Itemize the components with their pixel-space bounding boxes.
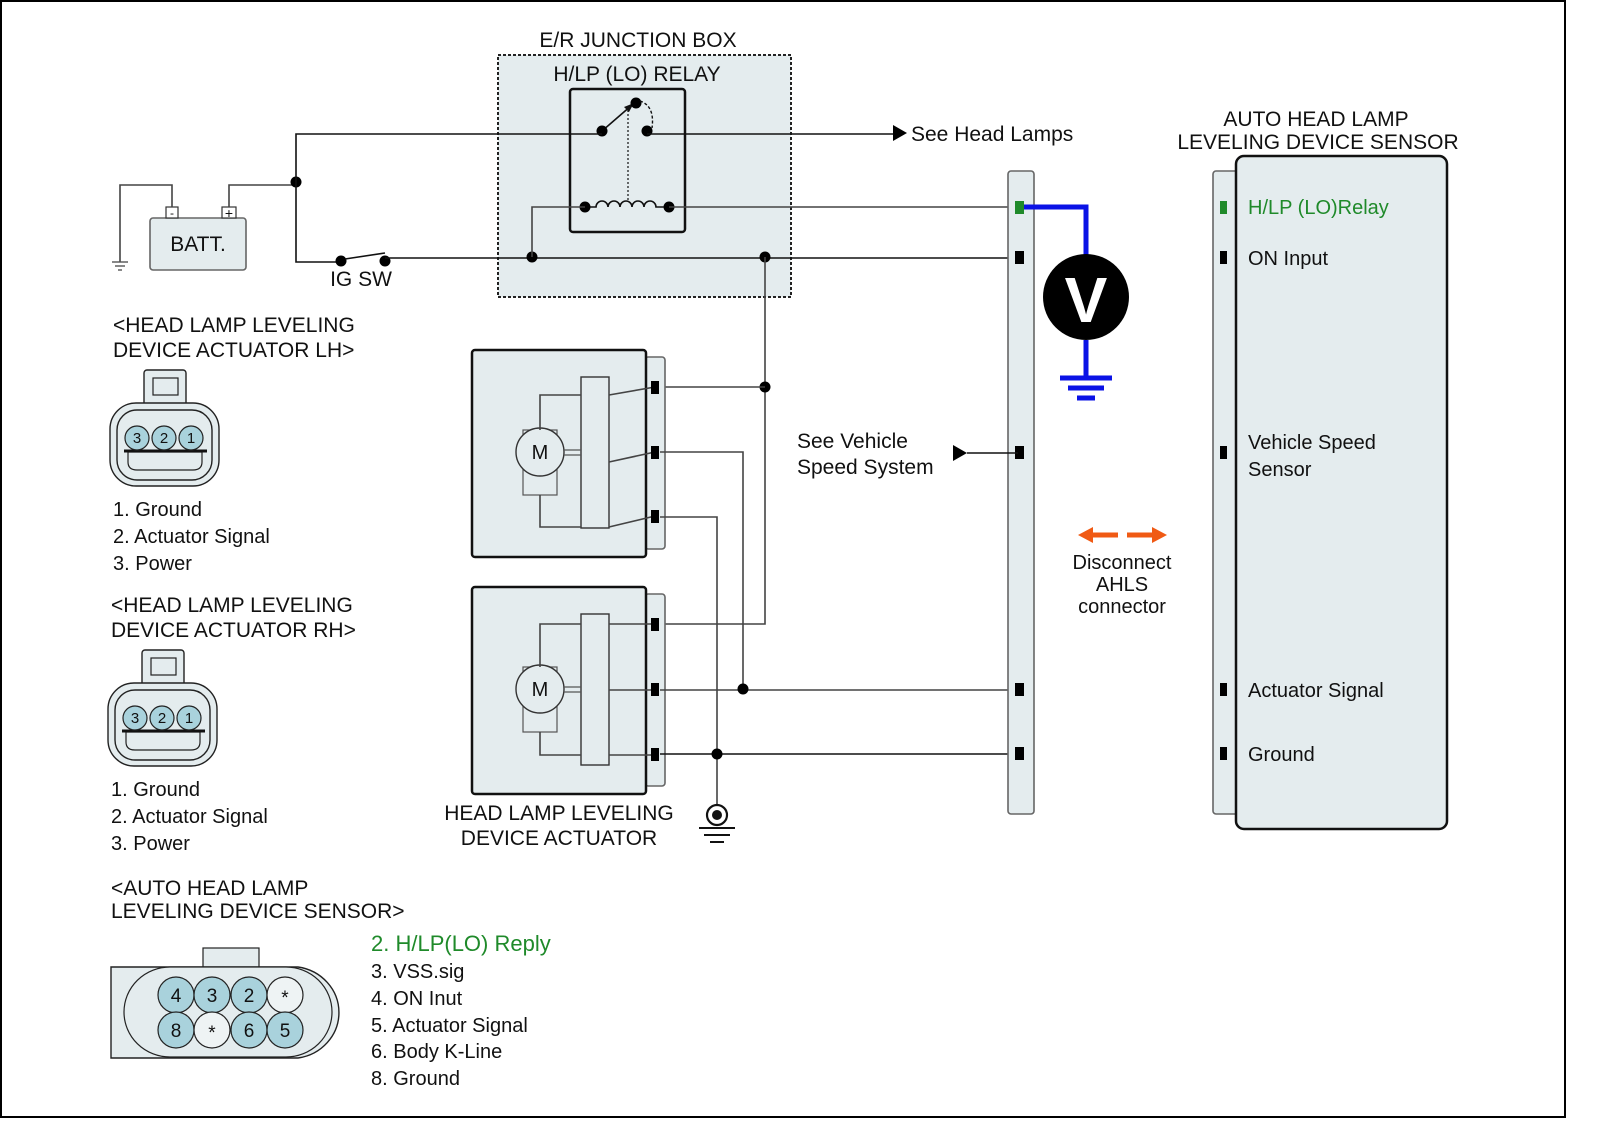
sensor-title-line2: LEVELING DEVICE SENSOR	[1177, 131, 1458, 154]
connector-sensor-legend-item: 2. H/LP(LO) Reply	[371, 931, 551, 956]
connector-sensor-legend-item: 4. ON Inut	[371, 988, 463, 1010]
pin-number: *	[281, 988, 289, 1009]
arrow-vehicle-speed-icon	[953, 445, 967, 461]
connector-lh-legend-item: 1. Ground	[113, 499, 202, 521]
relay	[568, 87, 687, 234]
junction-box: E/R JUNCTION BOX H/LP (LO) RELAY	[497, 29, 792, 298]
disconnect-arrows-icon	[1078, 527, 1167, 543]
arrow-head-lamps-icon	[893, 125, 907, 141]
actuator-lh: M	[470, 348, 666, 559]
motor-label: M	[532, 442, 549, 464]
pin-number: 2	[160, 430, 168, 447]
connector-sensor-legend-item: 5. Actuator Signal	[371, 1015, 528, 1037]
battery: - + BATT.	[149, 205, 247, 271]
disconnect-note-line1: Disconnect	[1073, 552, 1172, 574]
pin-number: 2	[244, 986, 255, 1007]
connector-rh-legend-item: 3. Power	[111, 833, 190, 855]
connector-sensor-legend-item: 6. Body K-Line	[371, 1041, 502, 1063]
sensor-pin-ground: Ground	[1248, 744, 1315, 766]
sensor-pin-on-input: ON Input	[1248, 248, 1328, 270]
sensor-pin-hlp-relay: H/LP (LO)Relay	[1248, 197, 1389, 219]
see-vehicle-speed-line2[interactable]: Speed System	[797, 456, 934, 479]
battery-neg-symbol: -	[170, 206, 174, 220]
harness-connector	[1007, 170, 1035, 815]
actuator-label-line2: DEVICE ACTUATOR	[461, 827, 657, 850]
relay-label: H/LP (LO) RELAY	[553, 63, 720, 86]
connector-lh-title-line1: <HEAD LAMP LEVELING	[113, 314, 355, 337]
connector-sensor-legend-item: 3. VSS.sig	[371, 961, 464, 983]
voltmeter-symbol: V	[1065, 264, 1108, 336]
actuator-label-line1: HEAD LAMP LEVELING	[444, 802, 674, 825]
ignition-switch: IG SW	[330, 252, 392, 291]
connector-sensor: <AUTO HEAD LAMP LEVELING DEVICE SENSOR> …	[110, 877, 551, 1090]
sensor-pin-vss-line1: Vehicle Speed	[1248, 432, 1376, 454]
motor-label: M	[532, 679, 549, 701]
pin-number: 8	[171, 1021, 182, 1042]
disconnect-note-line3: connector	[1078, 596, 1166, 618]
connector-sensor-title-line1: <AUTO HEAD LAMP	[111, 877, 308, 900]
connector-lh-face-icon: 3 2 1	[109, 369, 220, 487]
connector-lh-title-line2: DEVICE ACTUATOR LH>	[113, 339, 354, 362]
voltmeter: V	[1024, 204, 1129, 401]
connector-rh-face-icon: 3 2 1	[107, 649, 218, 767]
relay-coil	[590, 200, 664, 208]
actuator-rh: M	[470, 585, 666, 796]
connector-sensor-legend-item: 8. Ground	[371, 1068, 460, 1090]
junction-box-title: E/R JUNCTION BOX	[539, 29, 736, 52]
auto-leveling-sensor: AUTO HEAD LAMP LEVELING DEVICE SENSOR H/…	[1177, 108, 1459, 831]
sensor-pin-vss-line2: Sensor	[1248, 459, 1312, 481]
sensor-title-line1: AUTO HEAD LAMP	[1223, 108, 1408, 131]
ground-icon	[1060, 375, 1112, 401]
connector-sensor-face-icon: 4 3 2 * 8 * 6 5	[110, 947, 340, 1059]
pin-number: 6	[244, 1021, 255, 1042]
battery-pos-symbol: +	[225, 205, 233, 221]
connector-sensor-title-line2: LEVELING DEVICE SENSOR>	[111, 900, 405, 923]
battery-label: BATT.	[170, 233, 226, 256]
connector-rh: <HEAD LAMP LEVELING DEVICE ACTUATOR RH> …	[107, 594, 356, 855]
connector-lh: <HEAD LAMP LEVELING DEVICE ACTUATOR LH> …	[109, 314, 355, 575]
pin-number: 1	[187, 430, 195, 447]
disconnect-note-line2: AHLS	[1096, 574, 1148, 596]
chassis-ground-icon	[699, 803, 735, 843]
pin-number: 3	[133, 430, 141, 447]
pin-number: 3	[131, 710, 139, 727]
connector-rh-legend-item: 1. Ground	[111, 779, 200, 801]
pin-number: 3	[207, 986, 218, 1007]
see-head-lamps[interactable]: See Head Lamps	[911, 123, 1073, 146]
pin-number: 1	[185, 710, 193, 727]
pin-number: 5	[280, 1021, 291, 1042]
see-vehicle-speed-line1[interactable]: See Vehicle	[797, 430, 908, 453]
sensor-pin-actuator-signal: Actuator Signal	[1248, 680, 1384, 702]
connector-lh-legend-item: 2. Actuator Signal	[113, 526, 270, 548]
connector-rh-title-line1: <HEAD LAMP LEVELING	[111, 594, 353, 617]
connector-lh-legend-item: 3. Power	[113, 553, 192, 575]
connector-rh-title-line2: DEVICE ACTUATOR RH>	[111, 619, 356, 642]
pin-number: 2	[158, 710, 166, 727]
pin-number: 4	[171, 986, 182, 1007]
ground-icon	[112, 261, 128, 271]
ignition-switch-label: IG SW	[330, 268, 392, 291]
voltmeter-icon	[1043, 254, 1129, 340]
pin-number: *	[208, 1023, 216, 1044]
connector-rh-legend-item: 2. Actuator Signal	[111, 806, 268, 828]
